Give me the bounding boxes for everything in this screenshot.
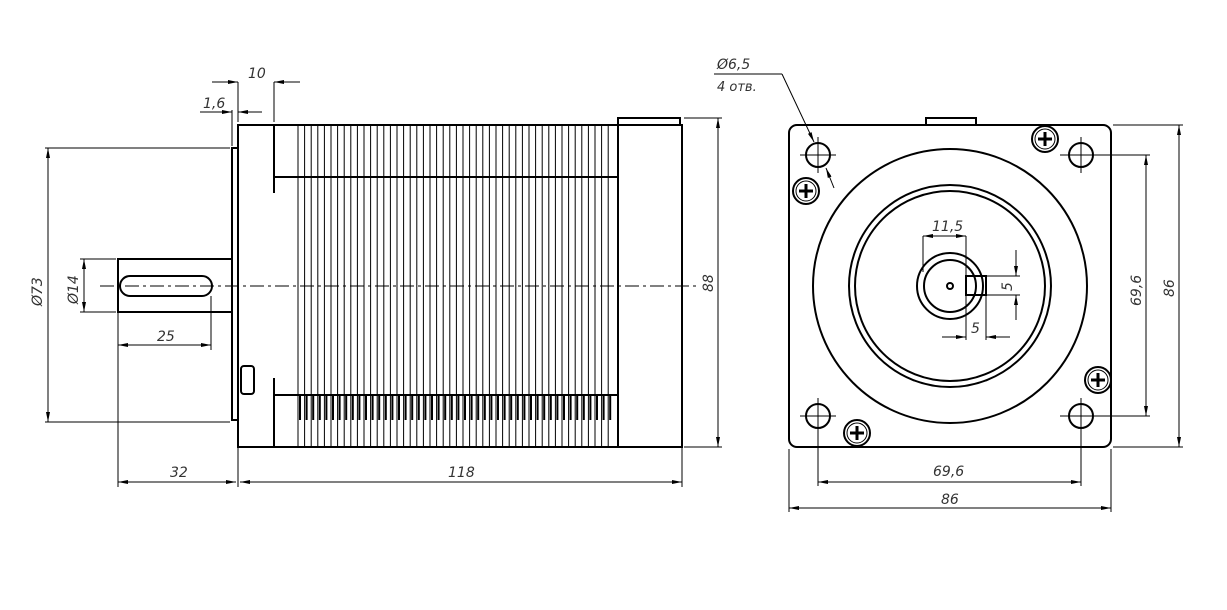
screw-icon (792, 177, 820, 205)
dim-hole-spacing-vertical: 69,6 (1129, 275, 1145, 306)
dim-key-length: 25 (157, 329, 175, 345)
dim-flange-width: 86 (941, 492, 959, 508)
dim-shaft-flat: 11,5 (932, 219, 963, 235)
screw-icon (843, 419, 871, 447)
mounting-holes (800, 137, 1099, 434)
dim-flange-height: 86 (1162, 279, 1178, 297)
shaft-key (965, 275, 987, 296)
screw-icon (1031, 125, 1059, 153)
dim-flange-offset: 10 (248, 66, 266, 82)
dim-shaft-length: 32 (170, 465, 188, 481)
outer-boss (812, 148, 1088, 424)
shaft-outer (916, 252, 984, 320)
dim-flange-thickness: 1,6 (203, 96, 225, 112)
screw-icon (1084, 366, 1112, 394)
dim-body-length: 118 (448, 465, 475, 481)
connector (240, 365, 255, 395)
hole-count-note: 4 отв. (717, 80, 757, 95)
rear-tab (617, 117, 681, 126)
side-view: 10 1,6 Ø73 Ø14 25 32 118 88 (30, 66, 722, 487)
screws (792, 125, 1112, 447)
dim-shaft-diameter: Ø14 (66, 275, 82, 305)
dim-key-width: 5 (971, 321, 980, 337)
top-tab (925, 117, 977, 126)
shaft (923, 259, 977, 313)
flange-square (788, 124, 1112, 448)
dim-body-height: 88 (701, 274, 717, 292)
hole-diameter-note: Ø6,5 (716, 57, 750, 73)
dim-key-height: 5 (1000, 282, 1016, 291)
dim-hole-spacing-horizontal: 69,6 (933, 464, 964, 480)
dim-pilot-diameter: Ø73 (30, 277, 46, 307)
front-view: Ø6,5 4 отв. 11,5 5 5 69,6 86 69,6 86 (714, 57, 1183, 512)
